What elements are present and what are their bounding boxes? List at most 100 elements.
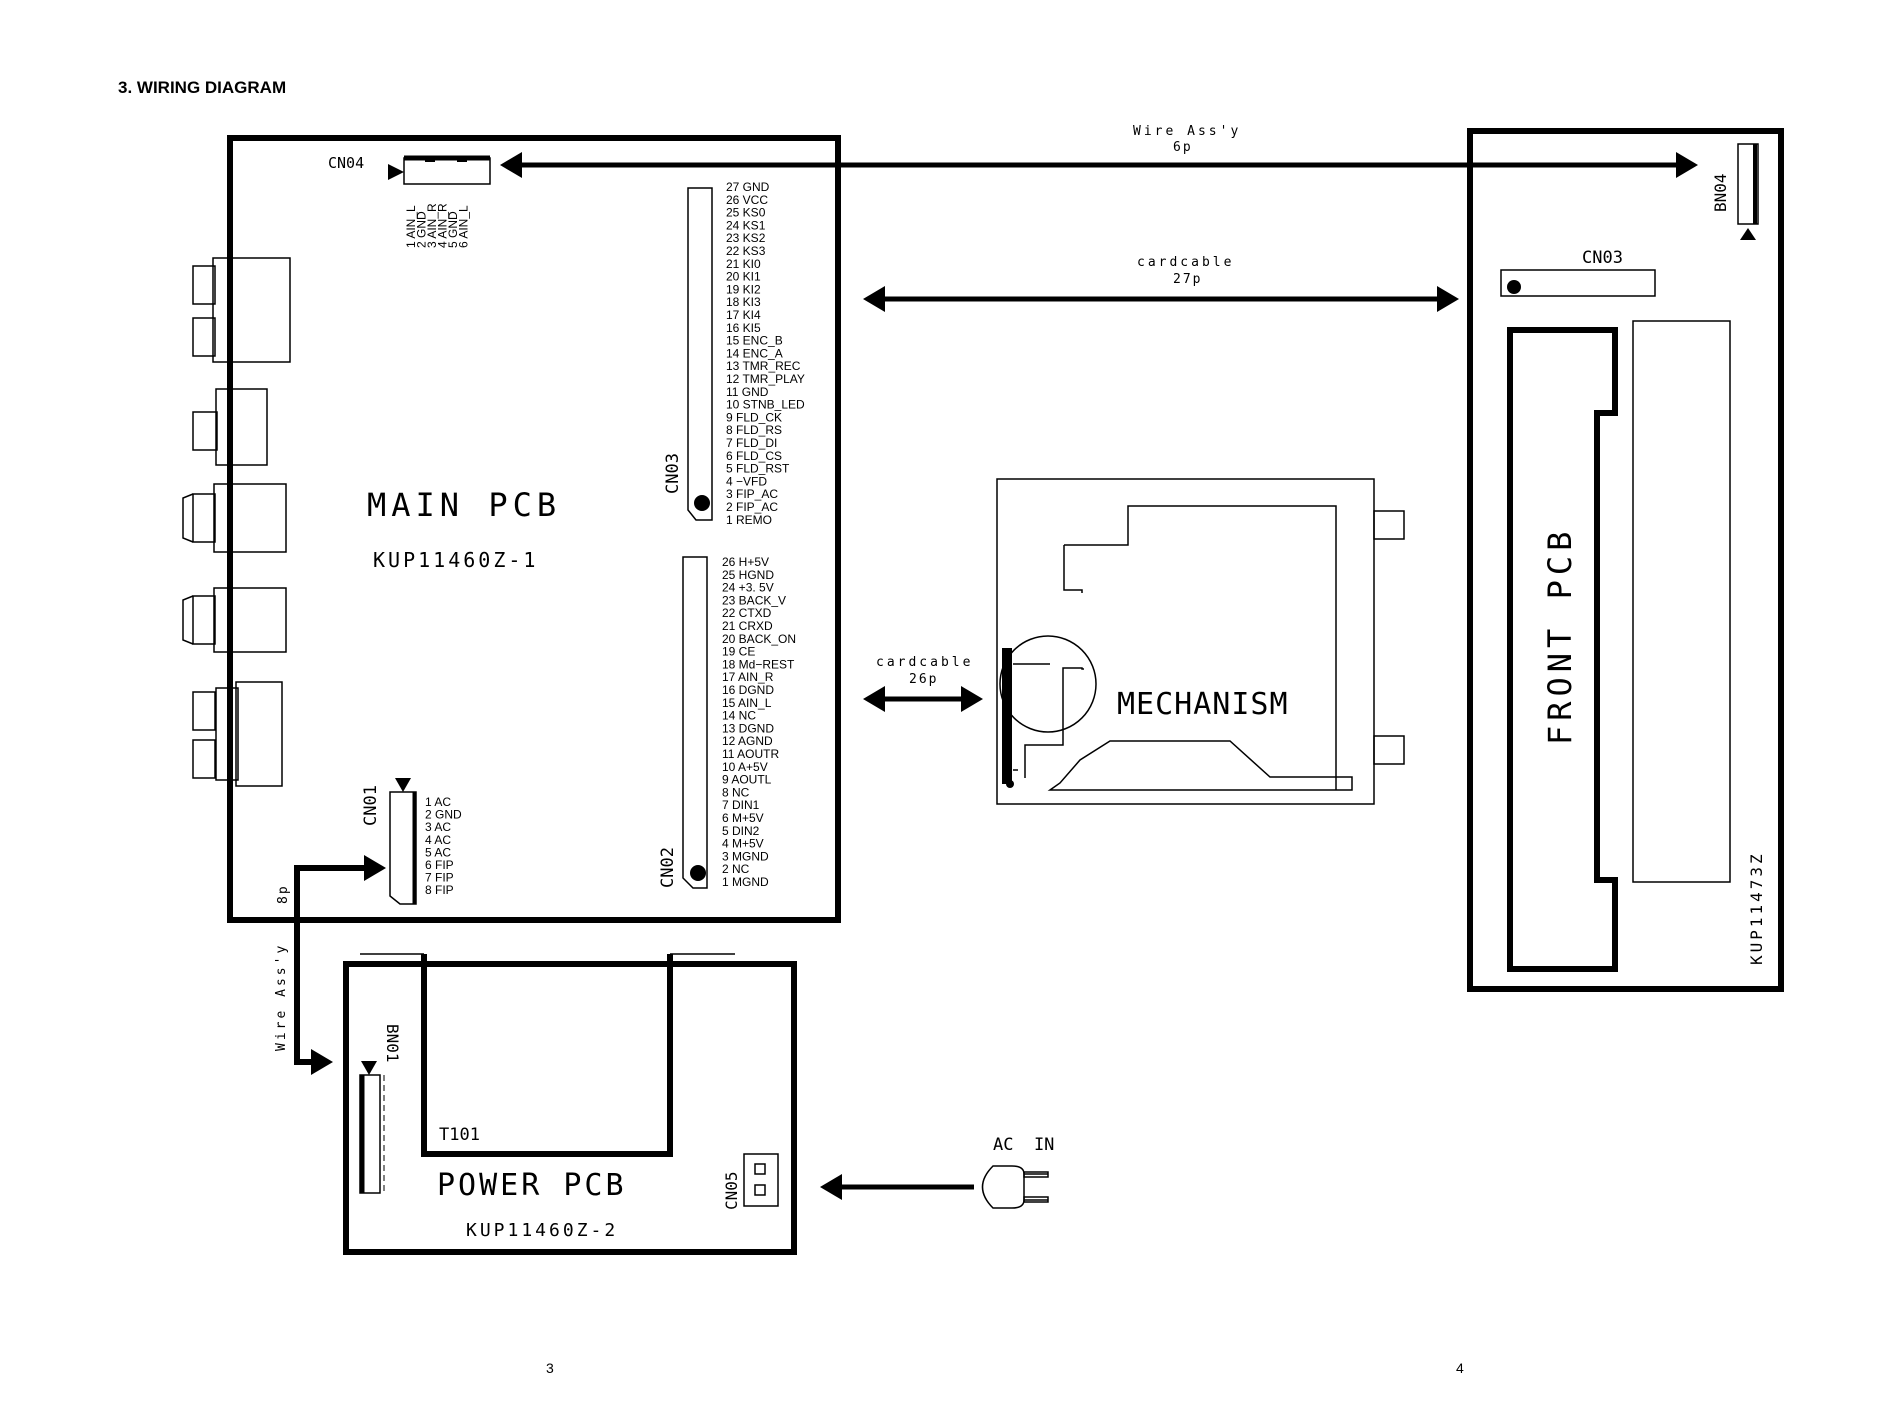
cn01-pin: 8 FIP	[425, 883, 454, 897]
cn03-pin: 24 KS1	[726, 218, 766, 232]
cn04-pin: 6 AIN_L	[457, 205, 471, 248]
cn03-pin: 14 ENC_A	[726, 346, 783, 360]
bn04-label: BN04	[1711, 173, 1730, 212]
wire-8p-line	[294, 865, 368, 1065]
power-pcb-title: POWER PCB	[437, 1168, 627, 1203]
ac-in-arrow	[820, 1174, 842, 1200]
cn02-label: CN02	[658, 847, 678, 888]
card-26p-name: cardcable	[876, 655, 973, 670]
cn02-pin: 15 AIN_L	[722, 696, 772, 710]
front-cn03-label: CN03	[1582, 248, 1623, 268]
cn03-pin: 27 GND	[726, 180, 770, 194]
cn05-label: CN05	[722, 1171, 741, 1210]
cn02-pin: 20 BACK_ON	[722, 632, 796, 646]
card-26p-arrow-left	[863, 686, 885, 712]
cn02-pin: 2 NC	[722, 862, 750, 876]
cn03-pin: 19 KI2	[726, 282, 761, 296]
wire-6p-arrow-left	[500, 152, 522, 178]
cn02-pin: 18 Md−REST	[722, 657, 795, 671]
cn03-pin: 13 TMR_REC	[726, 359, 801, 373]
cn03-pin: 7 FLD_DI	[726, 436, 777, 450]
card-27p-arrow-left	[863, 286, 885, 312]
cn03-pin: 25 KS0	[726, 206, 766, 220]
card-27p-arrow-right	[1437, 286, 1459, 312]
cn02-pin: 1 MGND	[722, 875, 769, 889]
cn04-label: CN04	[328, 154, 364, 172]
cn02-pin: 22 CTXD	[722, 606, 772, 620]
cn03-pin: 8 FLD_RS	[726, 423, 782, 437]
main-pcb: MAIN PCB KUP11460Z-1	[182, 135, 841, 923]
cn03-pin: 18 KI3	[726, 295, 761, 309]
wire-6p-name: Wire Ass'y	[1133, 124, 1241, 139]
cn01-pin: 4 AC	[425, 833, 451, 847]
cn03-label: CN03	[663, 453, 683, 494]
cn03-pin: 2 FIP_AC	[726, 500, 778, 514]
cn02-pin: 5 DIN2	[722, 824, 760, 838]
cn02-pin: 8 NC	[722, 785, 750, 799]
cn03-pin: 5 FLD_RST	[726, 462, 790, 476]
power-pcb-part: KUP11460Z-2	[466, 1220, 618, 1241]
wire-6p-arrow-right	[1676, 152, 1698, 178]
cn01-pin: 3 AC	[425, 820, 451, 834]
cn03-pin: 15 ENC_B	[726, 334, 783, 348]
cn03-pin: 3 FIP_AC	[726, 487, 778, 501]
cn03-pin: 10 STNB_LED	[726, 398, 805, 412]
ac-in-label: AC IN	[993, 1135, 1054, 1155]
cn03-pin: 21 KI0	[726, 257, 761, 271]
cn01-pin: 1 AC	[425, 795, 451, 809]
cn04-pin: 5 GND	[446, 211, 460, 248]
ac-plug-icon	[981, 1165, 1049, 1209]
wire-6p-pins: 6p	[1173, 140, 1193, 155]
power-pcb: T101 BN01 CN05 POWER PCB KUP11460Z-2	[343, 953, 797, 1255]
cn02-pin: 24 +3. 5V	[722, 581, 774, 595]
cn03-pin: 11 GND	[726, 385, 769, 399]
front-pcb-part: KUP11473Z	[1747, 851, 1766, 965]
cn02-pin: 12 AGND	[722, 734, 773, 748]
cn03-pin: 23 KS2	[726, 231, 766, 245]
cn02-pin: 25 HGND	[722, 568, 774, 582]
cn04-pin: 1 AIN_L	[404, 205, 418, 248]
cn03-pin: 4 −VFD	[726, 474, 767, 488]
page-heading: 3. WIRING DIAGRAM	[118, 78, 287, 97]
mechanism: MECHANISM	[996, 478, 1405, 805]
cn02-pin: 13 DGND	[722, 721, 774, 735]
cn02-pin: 26 H+5V	[722, 555, 769, 569]
page-number-left: 3	[546, 1360, 554, 1376]
card-26p-pins: 26p	[909, 672, 938, 687]
cn01-pin: 5 AC	[425, 845, 451, 859]
cn02-pin: 14 NC	[722, 709, 756, 723]
card-27p-pins: 27p	[1173, 272, 1202, 287]
cn03-pin: 17 KI4	[726, 308, 761, 322]
cn01-pin: 2 GND	[425, 808, 462, 822]
card-27p-name: cardcable	[1137, 255, 1234, 270]
main-pcb-part: KUP11460Z-1	[373, 548, 538, 572]
rear-panel-jacks	[182, 257, 291, 787]
cn02-pin: 17 AIN_R	[722, 670, 774, 684]
cn03-pin: 1 REMO	[726, 513, 772, 527]
cn03-pin: 12 TMR_PLAY	[726, 372, 805, 386]
bn01-label: BN01	[383, 1024, 402, 1063]
cn01-label: CN01	[361, 785, 381, 826]
cn03-pin: 6 FLD_CS	[726, 449, 782, 463]
cn02-pin: 3 MGND	[722, 849, 769, 863]
cn02-pin: 16 DGND	[722, 683, 774, 697]
cn03-pin: 9 FLD_CK	[726, 410, 782, 424]
cn02-pin: 11 AOUTR	[722, 747, 779, 761]
cn04-pin: 2 GND	[415, 211, 429, 248]
page-number-right: 4	[1456, 1360, 1464, 1376]
card-26p-arrow-right	[961, 686, 983, 712]
cn02-pin: 7 DIN1	[722, 798, 760, 812]
cn02-pin: 23 BACK_V	[722, 593, 786, 607]
cn03-pin: 22 KS3	[726, 244, 766, 258]
cn01-pin: 6 FIP	[425, 858, 454, 872]
wire-8p-arrow-bn01	[311, 1049, 333, 1075]
cn01-pin: 7 FIP	[425, 871, 454, 885]
t101-label: T101	[439, 1125, 480, 1145]
